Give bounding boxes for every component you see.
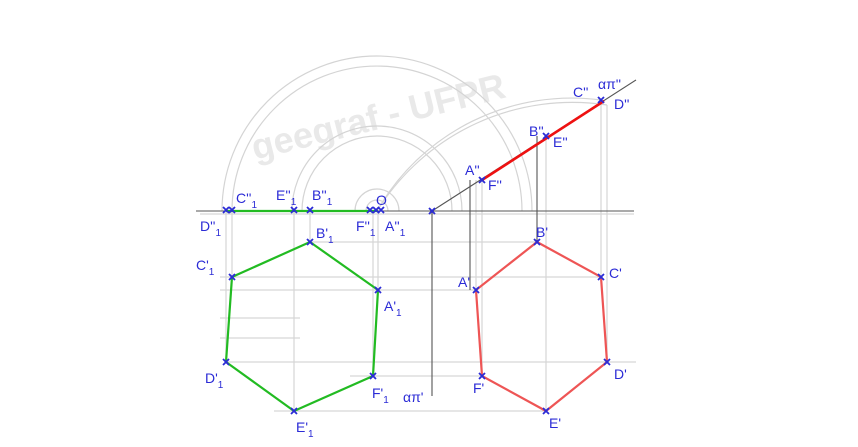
label-C-horizontal: C' (609, 265, 622, 281)
label-C-rabatted: C''1 (236, 190, 257, 211)
label-A-horizontal: A' (458, 274, 470, 290)
label-C1: C'1 (196, 257, 215, 278)
marker (533, 238, 541, 246)
label-E-rabatted: E''1 (276, 187, 297, 208)
label-B-rabatted: B''1 (312, 187, 333, 208)
label-F-rabatted: F''1 (356, 218, 376, 239)
marker (597, 273, 605, 281)
point-markers (222, 96, 611, 415)
rotation-arcs (221, 55, 608, 212)
label-D-horizontal: D' (614, 366, 627, 382)
arc-small-1 (365, 199, 389, 212)
label-E-horizontal: E' (549, 415, 561, 431)
true-shape-hexagon (224, 240, 380, 413)
marker (472, 286, 480, 294)
label-A1: A'1 (384, 298, 402, 319)
label-F1: F'1 (372, 385, 389, 406)
label-B-vertical: B'' (529, 123, 544, 139)
watermark: geegraf - UFPR (247, 65, 509, 168)
label-B-horizontal: B' (536, 224, 548, 240)
arc-outer-2 (231, 65, 523, 212)
marker (306, 206, 314, 214)
arc-small-2 (354, 188, 400, 212)
marker (228, 206, 236, 214)
marker (542, 407, 550, 415)
arc-large-D (376, 101, 608, 212)
projected-hexagon (474, 240, 609, 413)
marker (597, 96, 605, 104)
label-alpha-vertical: απ'' (598, 76, 621, 92)
marker (478, 176, 486, 184)
plane-trace-segment (481, 99, 605, 182)
marker (290, 407, 298, 415)
marker (428, 207, 436, 215)
arc-outer-1 (221, 55, 533, 212)
marker (366, 206, 374, 214)
marker (369, 372, 377, 380)
arc-large-C (376, 97, 602, 212)
marker (478, 372, 486, 380)
label-D1: D'1 (205, 370, 224, 391)
label-A-rabatted: A''1 (385, 218, 406, 239)
label-E1: E'1 (296, 419, 314, 440)
marker (374, 286, 382, 294)
construction-lines (200, 100, 636, 412)
marker (228, 273, 236, 281)
label-A-vertical: A'' (465, 162, 480, 178)
arc-mid-2 (301, 135, 453, 212)
label-C-vertical: C'' (573, 84, 588, 100)
marker (603, 358, 611, 366)
marker (306, 238, 314, 246)
label-D-rabatted: D''1 (200, 218, 221, 239)
label-alpha-horizontal: απ' (403, 389, 423, 405)
marker (377, 206, 385, 214)
marker (542, 132, 550, 140)
label-B1: B'1 (316, 225, 334, 246)
arc-mid-1 (291, 125, 463, 212)
label-E-vertical: E'' (553, 134, 568, 150)
label-F-horizontal: F' (473, 380, 484, 396)
label-O: O (376, 192, 387, 208)
marker (222, 206, 230, 214)
label-D-vertical: D'' (614, 96, 629, 112)
marker (290, 206, 298, 214)
label-F-vertical: F'' (488, 177, 502, 193)
marker (222, 358, 230, 366)
